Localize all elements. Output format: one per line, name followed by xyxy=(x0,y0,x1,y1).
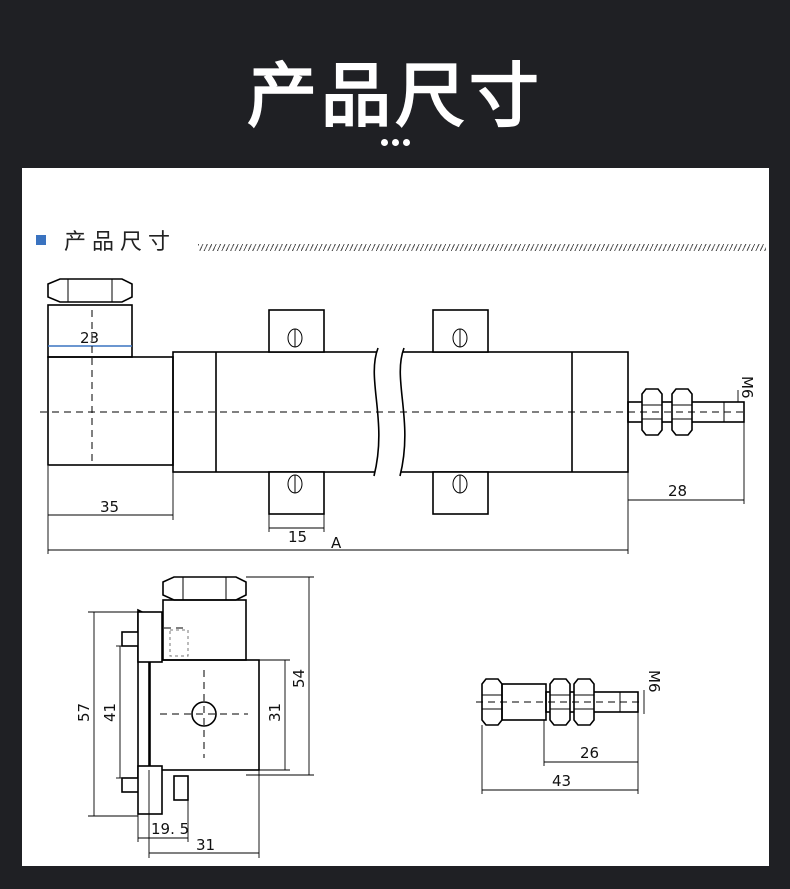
dim-57-label: 57 xyxy=(75,703,93,722)
section-title: 产品尺寸 xyxy=(64,230,177,255)
dim-m6-label: M6 xyxy=(738,376,756,399)
banner-title: 产品尺寸 xyxy=(247,55,543,137)
dim-19-5-label: 19. 5 xyxy=(151,820,189,838)
header-divider xyxy=(198,244,766,251)
section-marker-icon xyxy=(36,235,46,245)
dim-15-label: 15 xyxy=(288,528,307,546)
dim-a-label: A xyxy=(331,534,342,552)
dim-41-label: 41 xyxy=(101,703,119,722)
dim-26-label: 26 xyxy=(580,744,599,762)
dim-43-label: 43 xyxy=(552,772,571,790)
rod-end-view: M6 26 43 xyxy=(476,670,663,794)
side-view: 57 41 54 31 19. 5 31 xyxy=(75,576,314,858)
top-view: 23 35 15 A 28 M6 xyxy=(40,278,756,554)
section-header: 产品尺寸 xyxy=(36,227,177,255)
dim-31-horizontal-label: 31 xyxy=(196,836,215,854)
rod-end-m6-label: M6 xyxy=(645,670,663,693)
dim-31-vertical-label: 31 xyxy=(266,703,284,722)
dim-23-label: 23 xyxy=(80,329,99,347)
dim-28-label: 28 xyxy=(668,482,687,500)
banner-dots xyxy=(0,131,790,150)
dimension-panel: 产品尺寸 xyxy=(22,168,769,866)
dim-35-label: 35 xyxy=(100,498,119,516)
dim-54-label: 54 xyxy=(290,669,308,688)
